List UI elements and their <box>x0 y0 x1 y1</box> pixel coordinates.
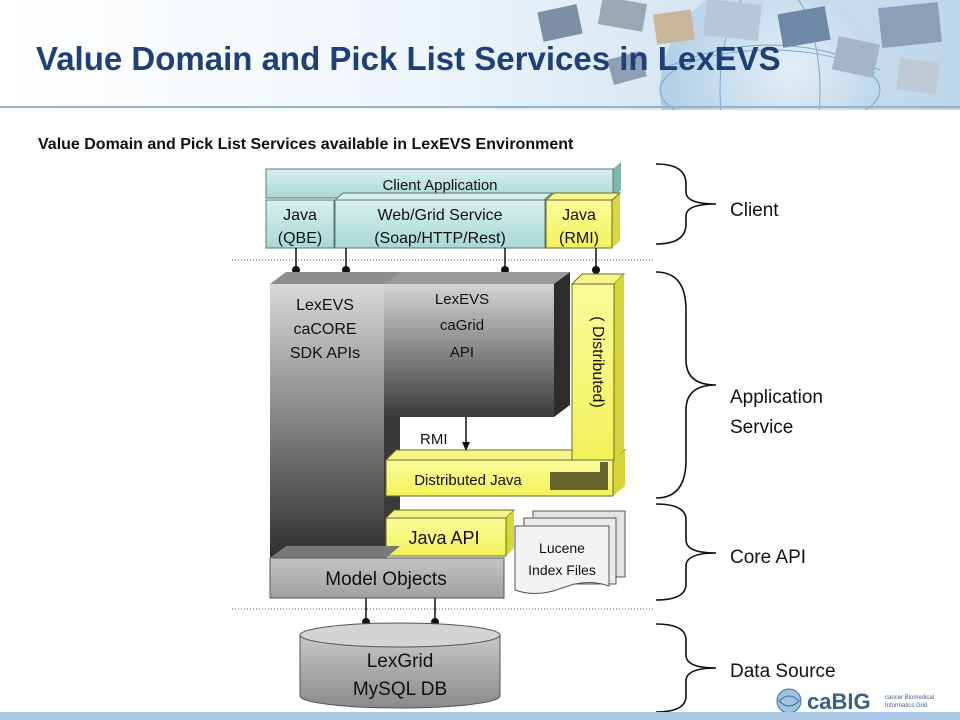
java-rmi-box: Java (RMI) <box>544 192 622 249</box>
tier-label-client: Client <box>730 200 779 221</box>
tier-braces <box>655 163 717 713</box>
java-rmi-line2: (RMI) <box>559 230 599 247</box>
rmi-arrow <box>462 417 470 451</box>
logo-wordmark: caBIG <box>807 689 871 714</box>
distributed-label: ( Distributed) <box>589 316 606 408</box>
tier-label-data-source: Data Source <box>730 661 836 682</box>
brace-core <box>655 503 717 601</box>
web-grid-line1: Web/Grid Service <box>377 207 502 224</box>
cacore-line3: SDK APIs <box>290 345 360 362</box>
brace-data <box>655 623 717 713</box>
client-application-label: Client Application <box>382 177 497 194</box>
tier-label-application-2: Service <box>730 417 793 438</box>
db-line1: LexGrid <box>367 651 434 672</box>
diagram-subtitle: Value Domain and Pick List Services avai… <box>38 136 574 153</box>
web-grid-line2: (Soap/HTTP/Rest) <box>374 230 506 247</box>
java-api-label: Java API <box>408 528 479 548</box>
lexevs-cacore-box: LexEVS caCORE SDK APIs <box>270 272 400 557</box>
java-api-box: Java API <box>384 509 516 557</box>
lucene-index-files: Lucene Index Files <box>514 510 626 594</box>
lucene-line2: Index Files <box>528 562 596 578</box>
page-title: Value Domain and Pick List Services in L… <box>36 40 781 77</box>
logo-tagline-1: cancer Biomedical <box>885 695 934 701</box>
cabig-logo: caBIG cancer Biomedical Informatics Grid <box>776 688 934 714</box>
tier-label-core-api: Core API <box>730 547 806 568</box>
lexevs-cagrid-box: LexEVS caGrid API <box>384 272 570 417</box>
brace-client <box>655 163 717 245</box>
db-line2: MySQL DB <box>353 679 447 700</box>
java-qbe-line1: Java <box>283 207 317 224</box>
title-divider <box>0 106 960 108</box>
model-objects-box: Model Objects <box>269 546 505 599</box>
brace-application <box>655 271 717 499</box>
footer-bar <box>0 712 960 720</box>
logo-tagline-2: Informatics Grid <box>885 703 927 709</box>
cacore-line1: LexEVS <box>296 297 354 314</box>
lexgrid-db-cylinder: LexGrid MySQL DB <box>299 622 501 709</box>
java-rmi-line1: Java <box>562 207 596 224</box>
header-banner <box>0 0 960 110</box>
cagrid-line2: caGrid <box>440 317 484 334</box>
decorative-tiles <box>537 0 942 95</box>
cacore-line2: caCORE <box>293 321 356 338</box>
distributed-vertical-box: ( Distributed) <box>570 273 626 461</box>
lucene-line1: Lucene <box>539 540 585 556</box>
cagrid-line3: API <box>450 344 474 361</box>
distributed-java-label: Distributed Java <box>414 472 522 489</box>
rmi-label: RMI <box>420 431 448 448</box>
web-grid-service-box: Web/Grid Service (Soap/HTTP/Rest) <box>333 192 554 249</box>
java-qbe-box: Java (QBE) <box>265 199 335 249</box>
cagrid-line1: LexEVS <box>435 291 489 308</box>
distributed-java-box: Distributed Java <box>384 449 627 497</box>
java-qbe-line2: (QBE) <box>278 230 322 247</box>
tier-label-application-1: Application <box>730 387 823 408</box>
model-objects-label: Model Objects <box>325 569 446 590</box>
